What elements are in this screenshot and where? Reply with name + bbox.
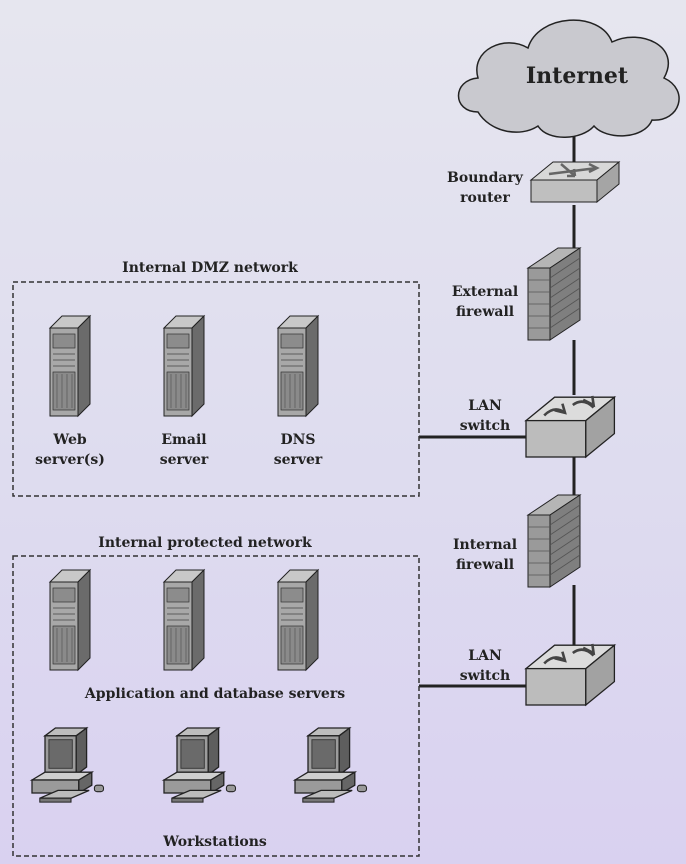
boundary-router-label-line2: router: [460, 190, 510, 206]
internet-cloud: [457, 19, 680, 138]
boundary-router-label: Boundary router: [440, 168, 530, 208]
dns-server-icon: [277, 315, 319, 417]
app-server-icon-1: [49, 569, 91, 671]
lan-switch-top-label-line2: switch: [459, 418, 511, 434]
web-server-label-line1: Web: [53, 432, 87, 448]
lan-switch-bottom-label-line2: switch: [459, 668, 511, 684]
boundary-router-label-line1: Boundary: [447, 170, 523, 186]
workstation-icon-1: [31, 727, 105, 803]
web-server-label: Web server(s): [20, 430, 120, 470]
internal-firewall-icon: [527, 494, 581, 588]
lan-switch-bottom-label-line1: LAN: [468, 648, 502, 664]
web-server-label-line2: server(s): [35, 452, 105, 468]
internal-firewall-label-line1: Internal: [452, 537, 518, 553]
external-firewall-label: External firewall: [440, 282, 530, 322]
email-server-label-line1: Email: [161, 432, 207, 448]
app-server-icon-2: [163, 569, 205, 671]
email-server-icon: [163, 315, 205, 417]
workstations-label: Workstations: [163, 834, 267, 850]
dns-server-label-line2: server: [273, 452, 323, 468]
workstation-icon-2: [163, 727, 237, 803]
lan-switch-top-label: LAN switch: [430, 396, 540, 436]
external-firewall-label-line2: firewall: [455, 304, 515, 320]
dmz-network-box: [12, 281, 420, 497]
external-firewall-label-line1: External: [451, 284, 519, 300]
lan-switch-top-label-line1: LAN: [468, 398, 502, 414]
internal-firewall-label: Internal firewall: [440, 535, 530, 575]
workstation-icon-3: [294, 727, 368, 803]
dns-server-label: DNS server: [248, 430, 348, 470]
email-server-label-line2: server: [159, 452, 209, 468]
email-server-label: Email server: [134, 430, 234, 470]
lan-switch-bottom-label: LAN switch: [430, 646, 540, 686]
internet-label: Internet: [525, 63, 629, 89]
app-server-icon-3: [277, 569, 319, 671]
internal-firewall-label-line2: firewall: [455, 557, 515, 573]
protected-title: Internal protected network: [98, 535, 312, 551]
boundary-router-icon: [529, 160, 621, 204]
web-server-icon: [49, 315, 91, 417]
app-db-servers-label: Application and database servers: [84, 686, 346, 702]
dmz-title: Internal DMZ network: [122, 260, 298, 276]
protected-network-box: [12, 555, 420, 857]
dns-server-label-line1: DNS: [280, 432, 316, 448]
external-firewall-icon: [527, 247, 581, 341]
